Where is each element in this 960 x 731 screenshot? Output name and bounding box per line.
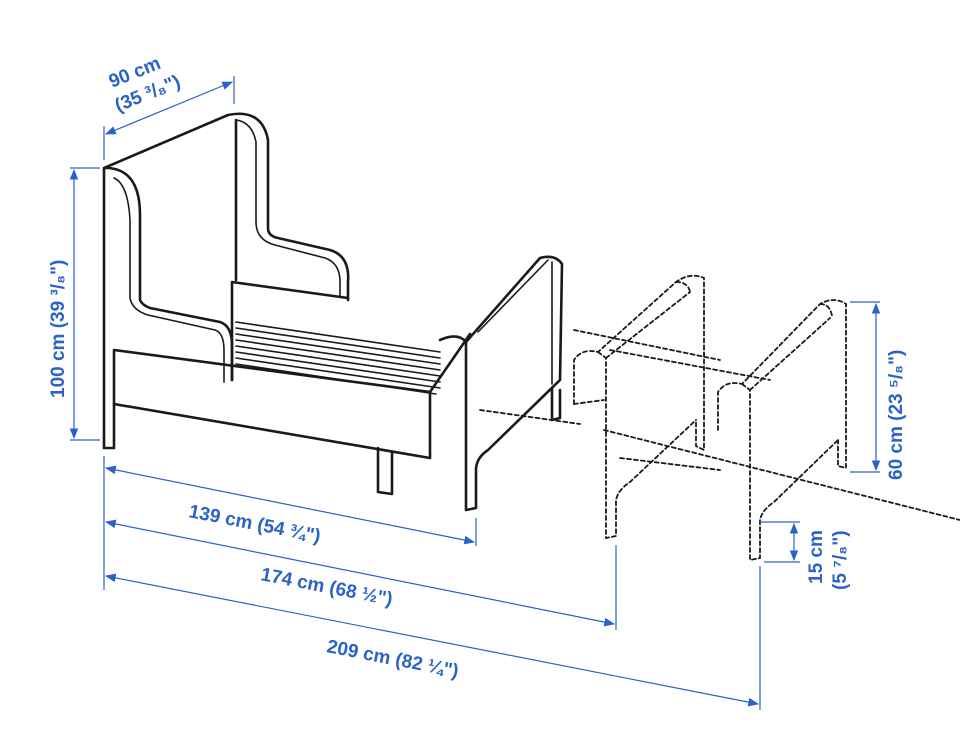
height-label: 100 cm (39 ³/₈"): [48, 260, 69, 398]
extension-end-2: [717, 299, 847, 562]
headboard: [102, 112, 350, 450]
length-139-label: 139 cm (54 ¾"): [187, 501, 322, 547]
side-height-label: 60 cm (23 ⁵/₈"): [886, 350, 907, 480]
length-209-label: 209 cm (82 ¼"): [325, 636, 460, 682]
extension-sections: [479, 274, 960, 562]
dimension-lines: [69, 76, 881, 710]
headboard-inner: [113, 119, 341, 383]
bed-illustration: [102, 112, 564, 512]
dimension-labels: 90 cm (35 ³/₈") 100 cm (39 ³/₈") 139 cm …: [48, 53, 907, 682]
side-rail: [112, 348, 432, 460]
footboard: [438, 255, 564, 512]
leg-height-label-in: (5 ⁷/₈"): [830, 530, 851, 590]
leg-height-label-cm: 15 cm: [806, 530, 827, 584]
slats: [235, 321, 441, 395]
extension-end-1: [573, 274, 705, 540]
length-174-label: 174 cm (68 ½"): [259, 564, 394, 610]
